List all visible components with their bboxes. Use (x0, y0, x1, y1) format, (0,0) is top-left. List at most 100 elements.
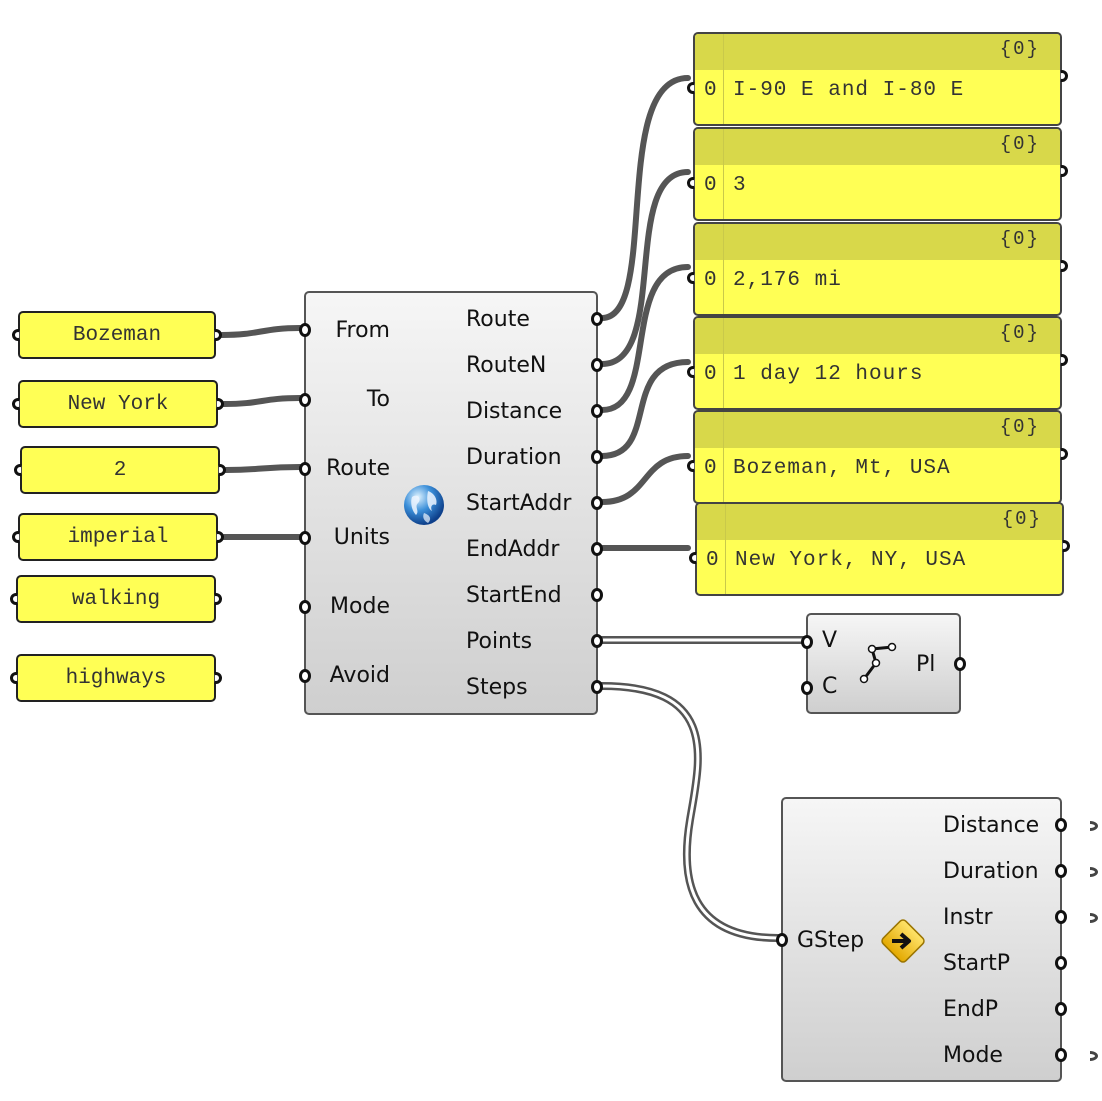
output-grip[interactable] (214, 593, 222, 605)
index-divider (723, 318, 724, 408)
port-duration-out[interactable] (591, 450, 603, 464)
wire-stub (1090, 913, 1098, 923)
output-label-endp: EndP (943, 997, 999, 1022)
output-label-distance: Distance (466, 399, 563, 424)
input-grip[interactable] (12, 329, 20, 341)
port-startend-out[interactable] (591, 588, 603, 602)
item-value: 3 (733, 174, 747, 197)
input-label-units: Units (333, 525, 390, 550)
polyline-component[interactable]: V C Pl (801, 613, 966, 714)
output-label-duration: Duration (466, 445, 562, 470)
input-label-gstep: GStep (797, 928, 865, 953)
input-grip[interactable] (687, 82, 695, 94)
port-polyline-out[interactable] (954, 657, 966, 671)
input-panel-avoid[interactable]: highways (10, 654, 222, 702)
port-startp-out[interactable] (1055, 956, 1067, 970)
input-grip[interactable] (12, 398, 20, 410)
port-steps-out[interactable] (591, 680, 603, 694)
port-mode-out[interactable] (1055, 1048, 1067, 1062)
output-label-pl: Pl (916, 652, 936, 677)
input-label-to: To (366, 387, 390, 412)
item-index: 0 (704, 363, 717, 386)
port-avoid[interactable] (299, 669, 311, 683)
output-grip[interactable] (218, 464, 226, 476)
port-duration-out[interactable] (1055, 864, 1067, 878)
panel-header (697, 504, 1062, 540)
input-grip[interactable] (687, 460, 695, 472)
panel-value: walking (71, 587, 161, 611)
port-instr-out[interactable] (1055, 910, 1067, 924)
output-grip[interactable] (1060, 448, 1068, 460)
port-distance-out[interactable] (1055, 818, 1067, 832)
wire-distance-out (599, 264, 691, 413)
output-grip[interactable] (214, 329, 222, 341)
wire-stub (1090, 821, 1098, 831)
input-grip[interactable] (689, 552, 697, 564)
output-panel-distance[interactable]: {0} 0 2,176 mi (687, 222, 1068, 316)
port-distance-out[interactable] (591, 404, 603, 418)
input-panel-mode[interactable]: walking (10, 575, 222, 623)
port-startaddr-out[interactable] (591, 496, 603, 510)
branch-tag: {0} (999, 38, 1040, 60)
input-grip[interactable] (687, 272, 695, 284)
item-value: 1 day 12 hours (733, 363, 924, 386)
input-panel-from[interactable]: Bozeman (12, 311, 222, 359)
output-grip[interactable] (1060, 354, 1068, 366)
output-label-startend: StartEnd (466, 583, 562, 608)
port-route-out[interactable] (591, 312, 603, 326)
output-grip[interactable] (1060, 70, 1068, 82)
input-grip[interactable] (12, 531, 20, 543)
input-label-route: Route (326, 456, 390, 481)
output-grip[interactable] (1060, 165, 1068, 177)
input-label-mode: Mode (330, 594, 390, 619)
port-endaddr-out[interactable] (591, 542, 603, 556)
input-label-from: From (335, 318, 390, 343)
panel-value: 2 (113, 458, 127, 482)
port-from[interactable] (299, 323, 311, 337)
input-grip[interactable] (687, 366, 695, 378)
port-to[interactable] (299, 393, 311, 407)
index-divider (723, 34, 724, 124)
output-label-steps: Steps (466, 675, 528, 700)
item-value: 2,176 mi (733, 269, 842, 292)
input-panel-units[interactable]: imperial (12, 513, 224, 561)
item-index: 0 (704, 79, 717, 102)
port-units[interactable] (299, 531, 311, 545)
directions-component[interactable]: From To Route Units Mode Avoid Route Rou… (299, 291, 603, 715)
port-route[interactable] (299, 462, 311, 476)
port-vertices[interactable] (801, 635, 813, 649)
index-divider (723, 224, 724, 314)
item-index: 0 (704, 174, 717, 197)
port-endp-out[interactable] (1055, 1002, 1067, 1016)
input-grip[interactable] (14, 464, 22, 476)
output-grip[interactable] (216, 531, 224, 543)
item-value: Bozeman, Mt, USA (733, 457, 951, 480)
output-grip[interactable] (216, 398, 224, 410)
output-label-instr: Instr (943, 905, 993, 930)
input-grip[interactable] (10, 672, 18, 684)
port-mode[interactable] (299, 600, 311, 614)
output-label-mode: Mode (943, 1043, 1003, 1068)
output-grip[interactable] (1060, 260, 1068, 272)
index-divider (723, 412, 724, 502)
output-panel-startaddr[interactable]: {0} 0 Bozeman, Mt, USA (687, 410, 1068, 504)
output-grip[interactable] (214, 672, 222, 684)
port-routen-out[interactable] (591, 358, 603, 372)
panel-header (695, 129, 1060, 165)
input-panel-route[interactable]: 2 (14, 446, 226, 494)
output-panel-routen[interactable]: {0} 0 3 (687, 127, 1068, 221)
input-grip[interactable] (687, 177, 695, 189)
input-grip[interactable] (10, 593, 18, 605)
port-closed[interactable] (801, 681, 813, 695)
output-panel-duration[interactable]: {0} 0 1 day 12 hours (687, 316, 1068, 410)
input-panel-to[interactable]: New York (12, 380, 224, 428)
output-grip[interactable] (1062, 540, 1070, 552)
output-panel-route[interactable]: {0} 0 I-90 E and I-80 E (687, 32, 1068, 126)
port-gstep-in[interactable] (776, 933, 788, 947)
port-points-out[interactable] (591, 634, 603, 648)
output-panel-endaddr[interactable]: {0} 0 New York, NY, USA (689, 502, 1070, 596)
wire-stub (1090, 867, 1098, 877)
gstep-component[interactable]: GStep Distance Duration Instr StartP End… (776, 797, 1067, 1082)
branch-tag: {0} (999, 133, 1040, 155)
